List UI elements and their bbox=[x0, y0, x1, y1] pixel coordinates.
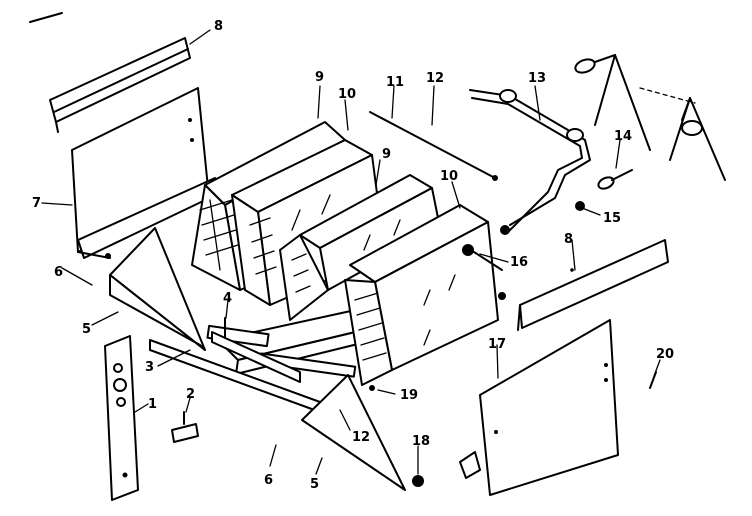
callout-16: 16 bbox=[510, 255, 528, 270]
callout-13: 13 bbox=[528, 71, 546, 86]
part-15-nut bbox=[575, 201, 585, 211]
part-18-grommet bbox=[412, 475, 424, 487]
callout-2: 2 bbox=[186, 387, 195, 402]
part-3-rail bbox=[149, 331, 321, 413]
heat-exchanger-front-b bbox=[344, 204, 499, 386]
part-1-mounting-strip bbox=[104, 335, 139, 501]
part-17-side-panel bbox=[459, 319, 619, 496]
callout-19: 19 bbox=[400, 388, 418, 403]
callout-11: 11 bbox=[386, 75, 404, 90]
callout-9-rear: 9 bbox=[315, 70, 324, 85]
callout-3: 3 bbox=[145, 360, 154, 375]
callout-9-front: 9 bbox=[382, 147, 391, 162]
part-13-manifold bbox=[469, 89, 591, 235]
callout-1: 1 bbox=[148, 397, 157, 412]
callout-12-bottom: 12 bbox=[352, 430, 370, 445]
part-19-screw bbox=[369, 385, 375, 391]
part-8-top-panel bbox=[49, 37, 191, 133]
callout-8-top: 8 bbox=[214, 19, 223, 34]
thermocouple-wire bbox=[574, 54, 726, 181]
part-16-valve bbox=[462, 244, 506, 300]
callout-4: 4 bbox=[223, 291, 232, 306]
part-2-clip bbox=[171, 411, 199, 443]
callout-20: 20 bbox=[656, 347, 674, 362]
callout-6-left: 6 bbox=[54, 265, 63, 280]
callout-6-bottom: 6 bbox=[264, 473, 273, 488]
callout-5-bottom: 5 bbox=[310, 477, 319, 492]
callout-12-top: 12 bbox=[426, 71, 444, 86]
callout-14: 14 bbox=[614, 129, 632, 144]
leader-lines bbox=[41, 29, 661, 475]
part-14-orifice bbox=[597, 169, 633, 190]
callout-18: 18 bbox=[412, 434, 430, 449]
callout-7: 7 bbox=[32, 196, 41, 211]
callout-17: 17 bbox=[488, 337, 506, 352]
callout-10-front: 10 bbox=[440, 169, 458, 184]
part-5-bottom-triangle bbox=[301, 374, 406, 491]
callout-15: 15 bbox=[603, 211, 621, 226]
callout-8-right: 8 bbox=[564, 232, 573, 247]
callout-10-rear: 10 bbox=[338, 87, 356, 102]
part-11-rod bbox=[369, 111, 498, 181]
callout-labels: 8 7 6 5 9 10 11 12 13 14 15 9 10 16 8 4 … bbox=[32, 19, 674, 492]
callout-5-left: 5 bbox=[82, 322, 91, 337]
corner-mark bbox=[29, 12, 63, 23]
part-5-left-triangle bbox=[109, 227, 206, 351]
part-8-right-panel bbox=[517, 239, 669, 331]
